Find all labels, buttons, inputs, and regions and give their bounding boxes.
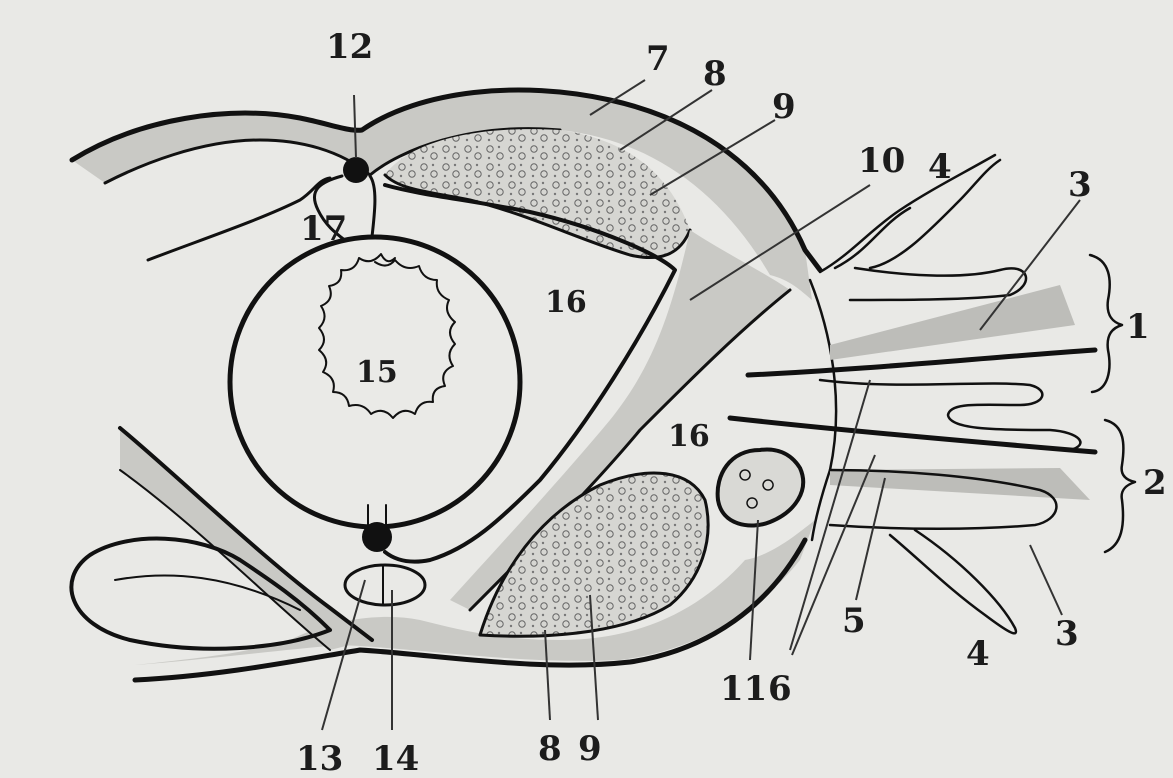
label-6: 6 [768, 669, 792, 709]
vessel-dorsal [343, 157, 369, 183]
ventral-organ-13-14 [345, 565, 425, 605]
label-8-bottom: 8 [538, 729, 562, 769]
label-16-upper: 16 [545, 285, 587, 320]
leader-3-bottom [1030, 545, 1062, 615]
brace-2 [1105, 420, 1135, 552]
label-5: 5 [842, 601, 866, 641]
label-2: 2 [1143, 463, 1167, 503]
seta-middle [730, 418, 1095, 452]
label-10: 10 [858, 141, 905, 181]
lobe-11 [718, 450, 804, 526]
label-4-top: 4 [928, 147, 952, 187]
label-3-top: 3 [1068, 165, 1092, 205]
label-11: 11 [720, 669, 767, 709]
upper-tube-3 [850, 268, 1026, 300]
label-7: 7 [646, 39, 670, 79]
label-13: 13 [296, 739, 343, 778]
brace-1 [1090, 255, 1122, 392]
label-14: 14 [372, 739, 419, 778]
label-1: 1 [1126, 307, 1150, 347]
vessel-ventral [362, 522, 392, 552]
bundle-1 [830, 285, 1075, 360]
leader-5 [856, 478, 885, 600]
label-15: 15 [356, 355, 398, 390]
label-17: 17 [300, 209, 347, 249]
seta-upper [748, 350, 1095, 375]
label-8-top: 8 [703, 54, 727, 94]
label-3-bottom: 3 [1055, 614, 1079, 654]
label-16-lower: 16 [668, 419, 710, 454]
lower-left-loop [71, 539, 330, 649]
upper-tube-4 [820, 155, 1000, 272]
lower-tube-4 [890, 530, 1016, 633]
label-9-top: 9 [772, 87, 796, 127]
label-4-bottom: 4 [966, 634, 990, 674]
label-12: 12 [326, 27, 373, 67]
label-9-bottom: 9 [578, 729, 602, 769]
right-wall-line [810, 280, 836, 540]
